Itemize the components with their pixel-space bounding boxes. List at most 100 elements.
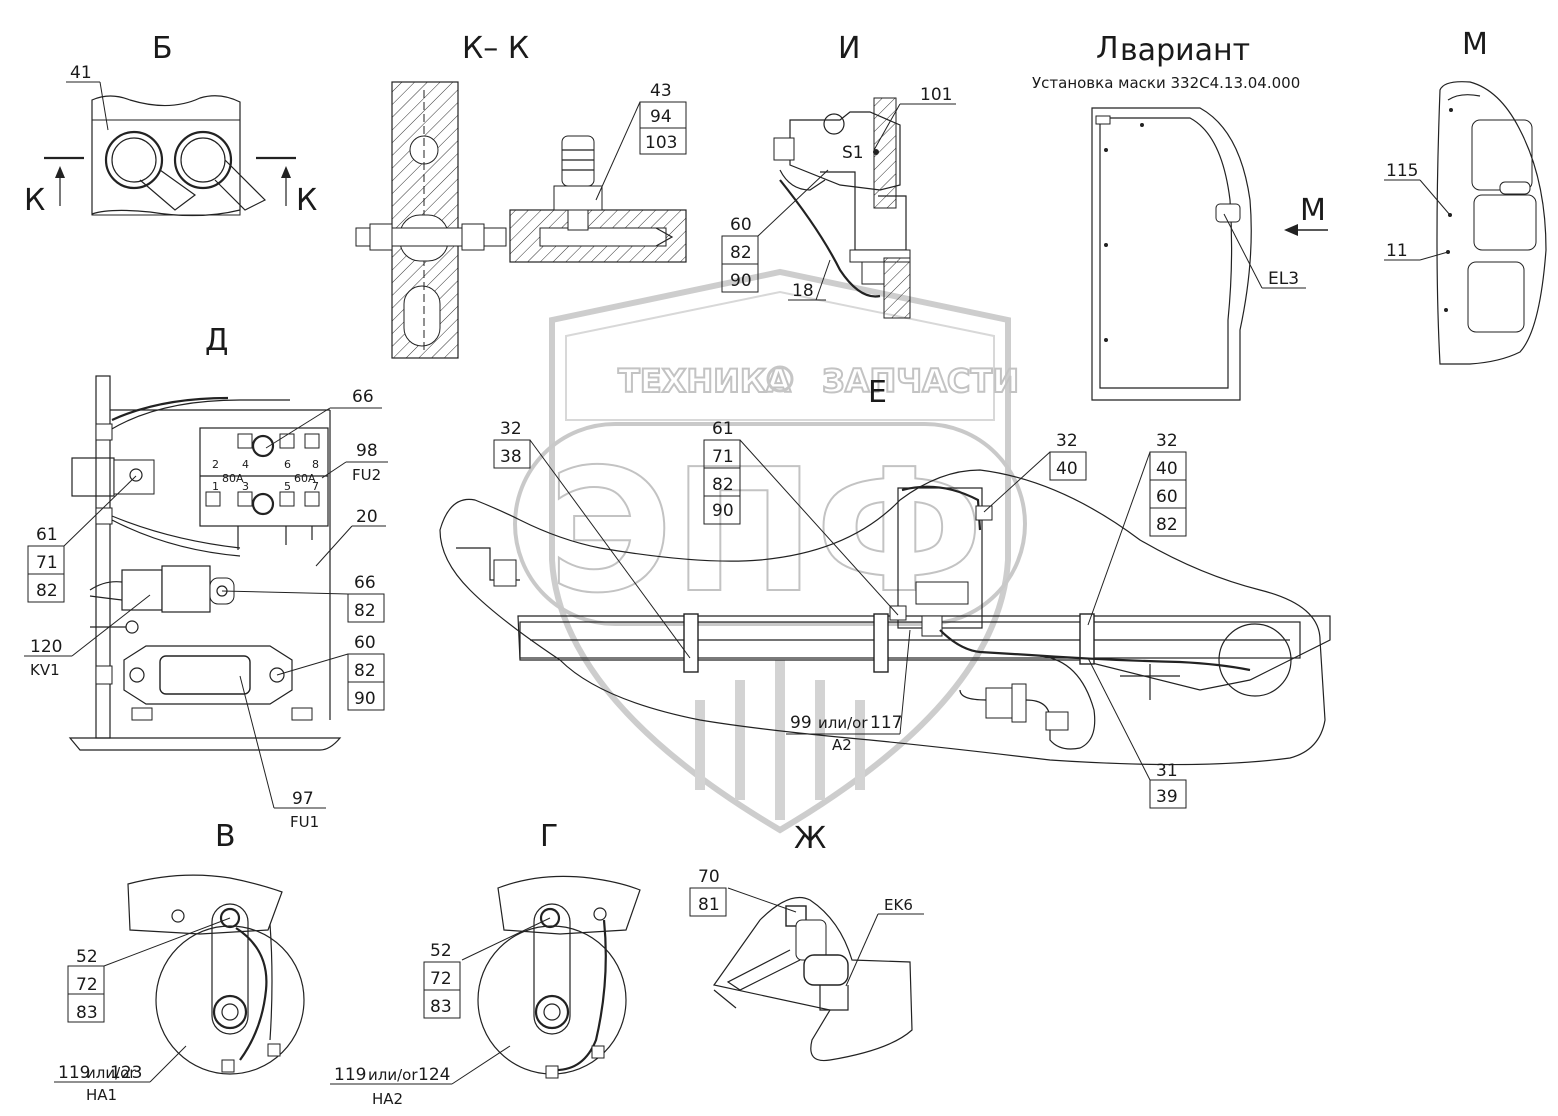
label-31: 31 <box>1156 761 1178 781</box>
view-l-variant: вариант <box>1120 33 1250 68</box>
label-72-g: 72 <box>430 969 452 989</box>
fuse-n4: 4 <box>242 458 249 471</box>
fuse-n3: 3 <box>242 480 249 493</box>
fuse-n1: 1 <box>212 480 219 493</box>
label-61-e: 61 <box>712 419 734 439</box>
label-32-e1: 32 <box>500 419 522 439</box>
label-115: 115 <box>1386 161 1418 181</box>
label-103: 103 <box>645 133 677 153</box>
label-FU1: FU1 <box>290 813 319 831</box>
label-S1: S1 <box>842 143 864 163</box>
label-117: 117 <box>870 713 902 733</box>
view-b-title: Б <box>152 31 173 66</box>
fuse-n5: 5 <box>284 480 291 493</box>
view-zh-title: Ж <box>794 821 826 856</box>
label-52-g: 52 <box>430 941 452 961</box>
label-101: 101 <box>920 85 952 105</box>
label-32-e2: 32 <box>1056 431 1078 451</box>
view-g: Г 52 72 83 119 или/or 124 HA2 <box>330 819 641 1108</box>
label-66-top: 66 <box>352 387 374 407</box>
label-81: 81 <box>698 895 720 915</box>
label-66-mid: 66 <box>354 573 376 593</box>
label-A2: A2 <box>832 736 852 754</box>
fuse-n6: 6 <box>284 458 291 471</box>
label-60: 60 <box>730 215 752 235</box>
label-97: 97 <box>292 789 314 809</box>
label-61: 61 <box>36 525 58 545</box>
label-123: 123 <box>110 1063 142 1083</box>
label-40-e3: 40 <box>1156 459 1178 479</box>
view-l-title: Л <box>1096 31 1119 66</box>
label-KV1: KV1 <box>30 661 60 679</box>
label-71-e: 71 <box>712 447 734 467</box>
view-m-title: М <box>1462 27 1488 62</box>
watermark-big: ЭПФ <box>548 433 984 631</box>
watermark: ТЕХНИКА ЗАПЧАСТИ ЭПФ <box>513 268 1027 834</box>
label-98: 98 <box>356 441 378 461</box>
view-l-note: Установка маски 332С4.13.04.000 <box>1032 74 1300 92</box>
watermark-top-left: ТЕХНИКА <box>618 362 791 400</box>
view-v-title: В <box>215 819 236 854</box>
section-k-right: К <box>296 183 317 218</box>
view-i: И S1 101 60 82 90 18 <box>721 31 956 319</box>
label-82-e3: 82 <box>1156 515 1178 535</box>
label-119-g: 119 <box>334 1065 366 1085</box>
fuse-60a: 60А <box>294 472 316 485</box>
label-119-v: 119 <box>58 1063 90 1083</box>
view-g-title: Г <box>540 819 558 854</box>
label-60-e: 60 <box>1156 487 1178 507</box>
label-18: 18 <box>792 281 814 301</box>
fuse-n7: 7 <box>312 480 319 493</box>
label-124: 124 <box>418 1065 450 1085</box>
label-90: 90 <box>730 271 752 291</box>
label-EK6: EK6 <box>884 896 913 914</box>
label-20: 20 <box>356 507 378 527</box>
label-99: 99 <box>790 713 812 733</box>
fuse-n2: 2 <box>212 458 219 471</box>
gear-icon <box>766 365 794 393</box>
view-e-title: Е <box>868 375 887 410</box>
section-m-arrow: М <box>1300 193 1326 228</box>
view-d-title: Д <box>205 323 228 358</box>
label-or-g: или/or <box>368 1066 418 1084</box>
label-82-d: 82 <box>354 661 376 681</box>
label-11: 11 <box>1386 241 1408 261</box>
label-70: 70 <box>698 867 720 887</box>
label-41: 41 <box>70 63 92 83</box>
label-40-e2: 40 <box>1056 459 1078 479</box>
label-43: 43 <box>650 81 672 101</box>
label-94: 94 <box>650 107 672 127</box>
label-38: 38 <box>500 447 522 467</box>
label-82-e1: 82 <box>712 475 734 495</box>
view-zh: Ж 70 81 EK6 <box>689 821 924 1062</box>
label-HA2: HA2 <box>372 1090 403 1108</box>
label-60-d: 60 <box>354 633 376 653</box>
label-83-v: 83 <box>76 1003 98 1023</box>
label-or-e: или/or <box>818 714 868 732</box>
view-v: В 52 72 83 119 или/or 123 HA1 <box>54 819 305 1104</box>
label-82-left: 82 <box>36 581 58 601</box>
label-39: 39 <box>1156 787 1178 807</box>
label-82: 82 <box>730 243 752 263</box>
view-d: Д 2 4 6 8 1 3 5 7 80А 60А <box>24 323 388 831</box>
label-52-v: 52 <box>76 947 98 967</box>
label-83-g: 83 <box>430 997 452 1017</box>
view-m: М 115 11 <box>1384 27 1547 365</box>
label-71: 71 <box>36 553 58 573</box>
label-FU2: FU2 <box>352 466 381 484</box>
label-72-v: 72 <box>76 975 98 995</box>
view-kk: К– К 43 94 103 <box>355 31 687 359</box>
view-e: Е 32 38 61 71 82 90 <box>439 375 1331 809</box>
fuse-n8: 8 <box>312 458 319 471</box>
view-l: Л вариант Установка маски 332С4.13.04.00… <box>1032 31 1328 401</box>
label-EL3: EL3 <box>1268 269 1299 289</box>
fuse-80a: 80А <box>222 472 244 485</box>
label-90-d: 90 <box>354 689 376 709</box>
label-90-e: 90 <box>712 501 734 521</box>
label-32-e3: 32 <box>1156 431 1178 451</box>
section-k-left: К <box>24 183 45 218</box>
view-i-title: И <box>838 31 860 66</box>
label-HA1: HA1 <box>86 1086 117 1104</box>
